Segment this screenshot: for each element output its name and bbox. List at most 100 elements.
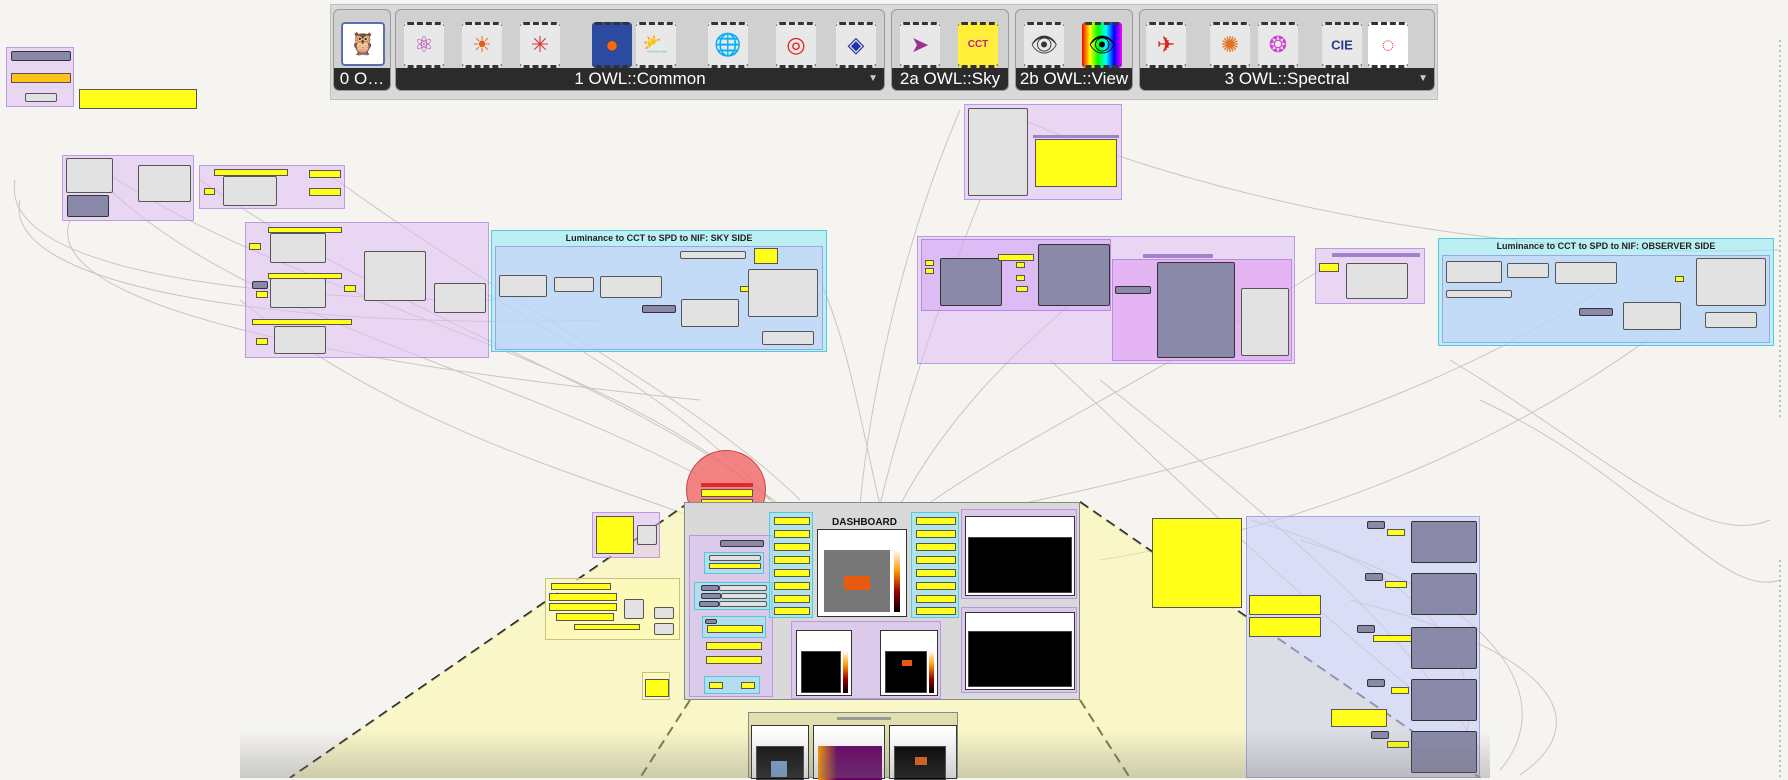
component-node[interactable] <box>1411 731 1477 773</box>
component-node[interactable] <box>67 195 109 217</box>
component-node[interactable] <box>223 176 277 206</box>
param-slider[interactable] <box>11 51 71 61</box>
control-input[interactable] <box>719 585 767 591</box>
param-panel[interactable] <box>256 291 268 298</box>
component-node[interactable] <box>654 607 674 619</box>
plane-icon[interactable]: ✈ <box>1146 22 1186 68</box>
eye-icon[interactable]: 👁 <box>1024 22 1064 68</box>
component-node[interactable] <box>138 165 191 202</box>
group-dashboard-settings[interactable] <box>545 578 680 640</box>
param-panel[interactable] <box>549 603 617 611</box>
param-slider[interactable] <box>1365 573 1383 581</box>
param-panel[interactable] <box>214 169 288 176</box>
cie-icon[interactable]: CIE <box>1322 22 1362 68</box>
rainbow-eye-icon[interactable]: 👁 <box>1082 22 1122 68</box>
group-top-left[interactable] <box>6 47 74 107</box>
group-sky-side[interactable]: Luminance to CCT to SPD to NIF: SKY SIDE <box>491 230 827 352</box>
param-panel[interactable] <box>574 624 640 630</box>
param-panel[interactable] <box>1385 581 1407 588</box>
control-group[interactable] <box>704 676 760 694</box>
component-node[interactable] <box>1446 261 1502 283</box>
param-panel[interactable] <box>249 243 261 250</box>
spectral-sphere-icon[interactable]: ● <box>592 22 632 68</box>
component-node[interactable] <box>968 108 1028 196</box>
param-slider[interactable] <box>252 281 268 289</box>
param-panel[interactable] <box>1387 741 1409 748</box>
param-panel[interactable] <box>925 260 934 266</box>
component-node[interactable] <box>1411 573 1477 615</box>
param-panel[interactable] <box>1331 709 1387 727</box>
control-input[interactable] <box>709 563 761 569</box>
component-node[interactable] <box>1346 263 1408 299</box>
tab-2a-owl-sky[interactable]: ➤ CCT 2a OWL::Sky <box>891 9 1009 91</box>
component-node[interactable] <box>1411 627 1477 669</box>
param-toggle[interactable] <box>11 73 71 83</box>
sun-compass-icon[interactable]: ☀ <box>462 22 502 68</box>
control-input[interactable] <box>707 625 763 633</box>
control-slider[interactable] <box>720 540 764 547</box>
group-center-right[interactable] <box>917 236 1295 364</box>
tab-1-owl-common[interactable]: ⚛ ☀ ✳ ● ⛅ 🌐 ◎ ◈ 1 OWL::Common▼ <box>395 9 885 91</box>
globe-icon[interactable]: 🌐 <box>708 22 748 68</box>
param-panel[interactable] <box>551 583 611 590</box>
weather-icon[interactable]: ⛅ <box>636 22 676 68</box>
component-node[interactable] <box>1446 290 1512 298</box>
component-node[interactable] <box>600 276 662 298</box>
component-node[interactable] <box>1157 262 1235 358</box>
component-node[interactable] <box>434 283 486 313</box>
group-params[interactable] <box>199 165 345 209</box>
param-panel[interactable] <box>256 338 268 345</box>
tab-2b-owl-view[interactable]: 👁 👁 2b OWL::View <box>1015 9 1133 91</box>
param-panel[interactable] <box>1387 529 1405 536</box>
component-node[interactable] <box>680 251 746 259</box>
control-input[interactable] <box>706 642 762 650</box>
param-slider[interactable] <box>642 305 676 313</box>
component-node[interactable] <box>1555 262 1617 284</box>
param-panel[interactable] <box>1675 276 1684 282</box>
control-slider[interactable] <box>701 585 719 591</box>
param-panel[interactable] <box>754 248 778 264</box>
control-group[interactable] <box>694 582 772 610</box>
param-panel[interactable] <box>1016 262 1025 268</box>
component-node[interactable] <box>1038 244 1110 306</box>
expand-arrow-icon[interactable]: ▼ <box>868 73 878 84</box>
dashboard-controls[interactable] <box>689 535 773 697</box>
control-slider[interactable] <box>705 619 717 624</box>
component-node[interactable] <box>274 326 326 354</box>
note-panel[interactable] <box>1035 139 1117 187</box>
tab-3-owl-spectral[interactable]: ✈ ✺ ❂ CIE ◌ 3 OWL::Spectral▼ <box>1139 9 1435 91</box>
component-node[interactable] <box>762 331 814 345</box>
param-panel[interactable] <box>268 227 342 233</box>
note-panel[interactable] <box>79 89 197 109</box>
param-panel[interactable] <box>925 268 934 274</box>
param-panel[interactable] <box>309 170 341 178</box>
component-node[interactable] <box>1696 258 1766 306</box>
component-node[interactable] <box>1241 288 1289 356</box>
diamond-icon[interactable]: ◈ <box>836 22 876 68</box>
control-input[interactable] <box>741 682 755 689</box>
param-panel[interactable] <box>1016 286 1028 292</box>
sky-arrow-icon[interactable]: ➤ <box>900 22 940 68</box>
param-slider[interactable] <box>1367 521 1385 529</box>
control-input[interactable] <box>709 682 723 689</box>
group-inputs[interactable] <box>62 155 194 221</box>
param-panel[interactable] <box>556 613 614 621</box>
color-wheel-icon[interactable]: ✺ <box>1210 22 1250 68</box>
component-node[interactable] <box>1705 312 1757 328</box>
param-panel[interactable] <box>1016 275 1025 281</box>
component-node[interactable] <box>624 599 644 619</box>
tab-0-owl[interactable]: 🦉 0 O… <box>333 9 391 91</box>
param-panel[interactable] <box>1319 263 1339 272</box>
control-group[interactable] <box>702 616 766 638</box>
component-node[interactable] <box>1507 263 1549 278</box>
component-node[interactable] <box>554 277 594 292</box>
component-node[interactable] <box>1623 302 1681 330</box>
param-panel[interactable] <box>1249 595 1321 615</box>
component-node[interactable] <box>1411 679 1477 721</box>
component-node[interactable] <box>364 251 426 301</box>
rgb-circles-icon[interactable]: ❂ <box>1258 22 1298 68</box>
component-node[interactable] <box>66 158 113 193</box>
expand-arrow-icon[interactable]: ▼ <box>1418 73 1428 84</box>
param-panel[interactable] <box>1249 617 1321 637</box>
owl-logo-icon[interactable]: 🦉 <box>341 22 385 66</box>
